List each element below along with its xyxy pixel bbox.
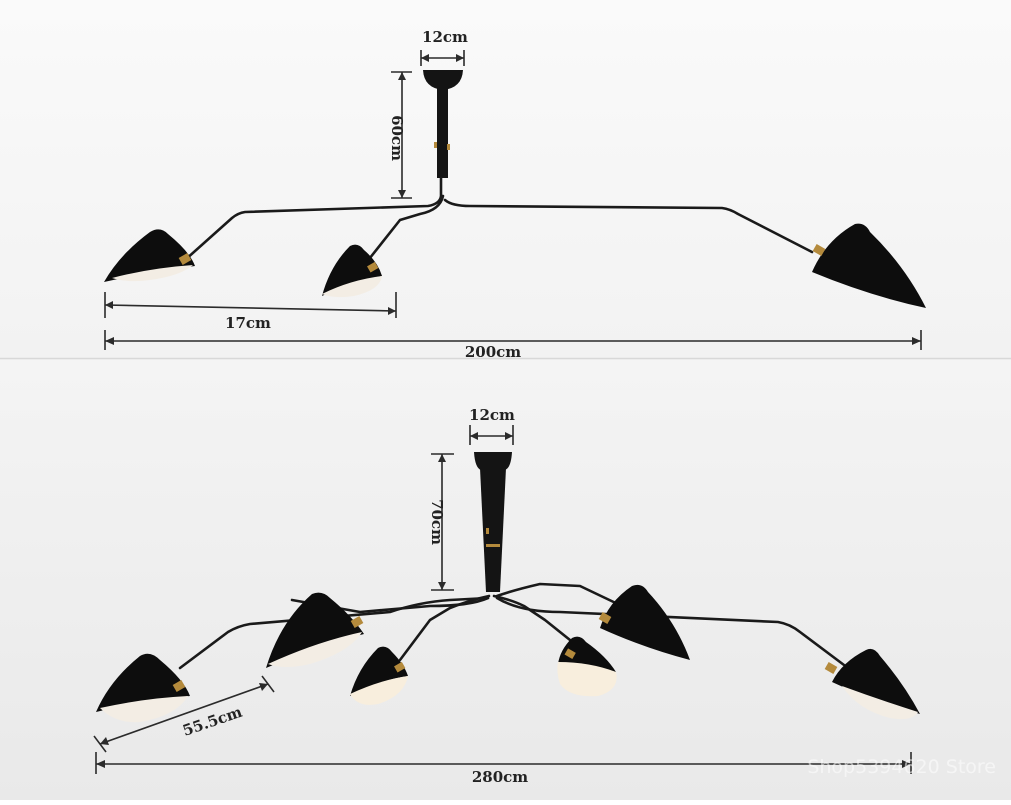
bottom-arm-6 xyxy=(495,596,850,670)
top-drop-height-label: 60cm xyxy=(388,115,406,161)
bottom-arm-3 xyxy=(398,594,491,662)
bottom-shade-3 xyxy=(350,646,408,705)
bottom-panel-background xyxy=(0,360,1011,800)
top-panel-background xyxy=(0,0,1011,357)
bottom-canopy-width-label: 12cm xyxy=(469,406,515,424)
bottom-stem xyxy=(480,468,506,592)
top-canopy-width-dimension: 12cm xyxy=(420,28,468,66)
top-drop-height-dimension: 60cm xyxy=(388,71,412,199)
bottom-shade-1 xyxy=(96,653,190,723)
bottom-shade-6 xyxy=(824,648,920,720)
top-total-span-label: 200cm xyxy=(465,343,521,361)
bottom-total-span-dimension: 280cm xyxy=(95,752,912,786)
top-shade-right xyxy=(812,223,926,308)
top-arm-left xyxy=(183,176,443,262)
bottom-drop-height-dimension: 70cm xyxy=(428,453,454,591)
top-stem xyxy=(437,88,448,178)
top-canopy xyxy=(423,70,463,90)
bottom-shade-4 xyxy=(557,636,617,697)
top-canopy-width-label: 12cm xyxy=(422,28,468,46)
top-shade-spacing-label: 17cm xyxy=(225,314,271,332)
bottom-total-span-label: 280cm xyxy=(472,768,528,786)
top-arm-right xyxy=(443,198,814,254)
bottom-canopy-width-dimension: 12cm xyxy=(469,406,515,445)
bottom-arm-5 xyxy=(495,582,624,608)
bottom-shade-2 xyxy=(266,592,364,668)
top-lamp xyxy=(104,70,926,308)
top-shade-spacing-dimension: 17cm xyxy=(104,292,397,332)
bottom-lamp xyxy=(96,452,920,723)
top-total-span-dimension: 200cm xyxy=(104,330,922,361)
top-shade-middle xyxy=(322,244,382,298)
top-shade-left xyxy=(104,229,195,282)
bottom-arm-4 xyxy=(492,594,582,650)
bottom-drop-height-label: 70cm xyxy=(428,499,446,545)
top-arm-middle xyxy=(360,194,445,270)
bottom-canopy xyxy=(474,452,512,470)
store-watermark: Shop5394620 Store xyxy=(807,756,996,778)
bottom-shade-5 xyxy=(598,584,690,660)
